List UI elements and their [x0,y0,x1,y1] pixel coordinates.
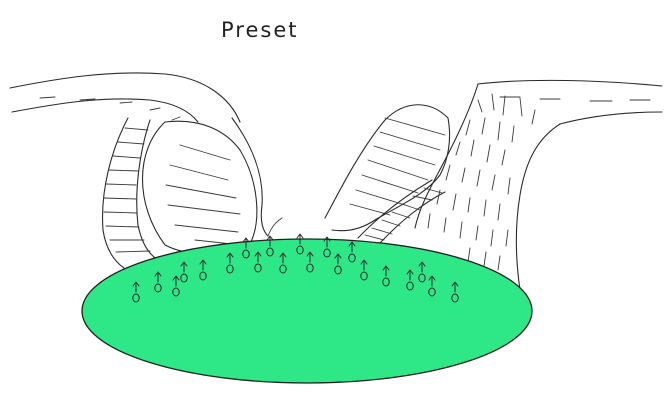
right-dashed-body [414,83,561,291]
central-right-lens [324,104,451,232]
growth-marker-icon [242,237,250,259]
left-surface-band [9,72,241,123]
growth-marker-icon [418,261,426,283]
growth-marker-icon [406,269,414,291]
growth-marker-icon [132,281,140,303]
growth-marker-icon [199,259,207,281]
right-ladder-channel [357,179,446,244]
left-plume-line [231,117,269,237]
growth-marker-icon [360,259,368,281]
growth-marker-icon [334,253,342,275]
right-surface-band [477,79,663,125]
growth-marker-icon [154,271,162,293]
green-ellipse-body [81,238,533,384]
growth-marker-icon [428,275,436,297]
left-plume-tip [267,217,283,237]
growth-marker-icon [279,252,287,274]
growth-marker-icon [254,251,262,273]
growth-marker-icon [348,241,356,263]
growth-marker-icon [180,261,188,283]
growth-marker-icon [296,233,304,255]
left-ladder-channel [101,117,159,269]
growth-marker-icon [323,236,331,258]
growth-marker-icon [266,235,274,257]
growth-marker-icon [226,252,234,274]
left-lens-body [142,120,258,255]
growth-marker-icon [172,275,180,297]
growth-marker-icon [382,265,390,287]
growth-markers-row [132,233,459,303]
diagram-title: Preset [221,18,298,42]
growth-marker-icon [306,251,314,273]
growth-marker-icon [451,281,459,303]
